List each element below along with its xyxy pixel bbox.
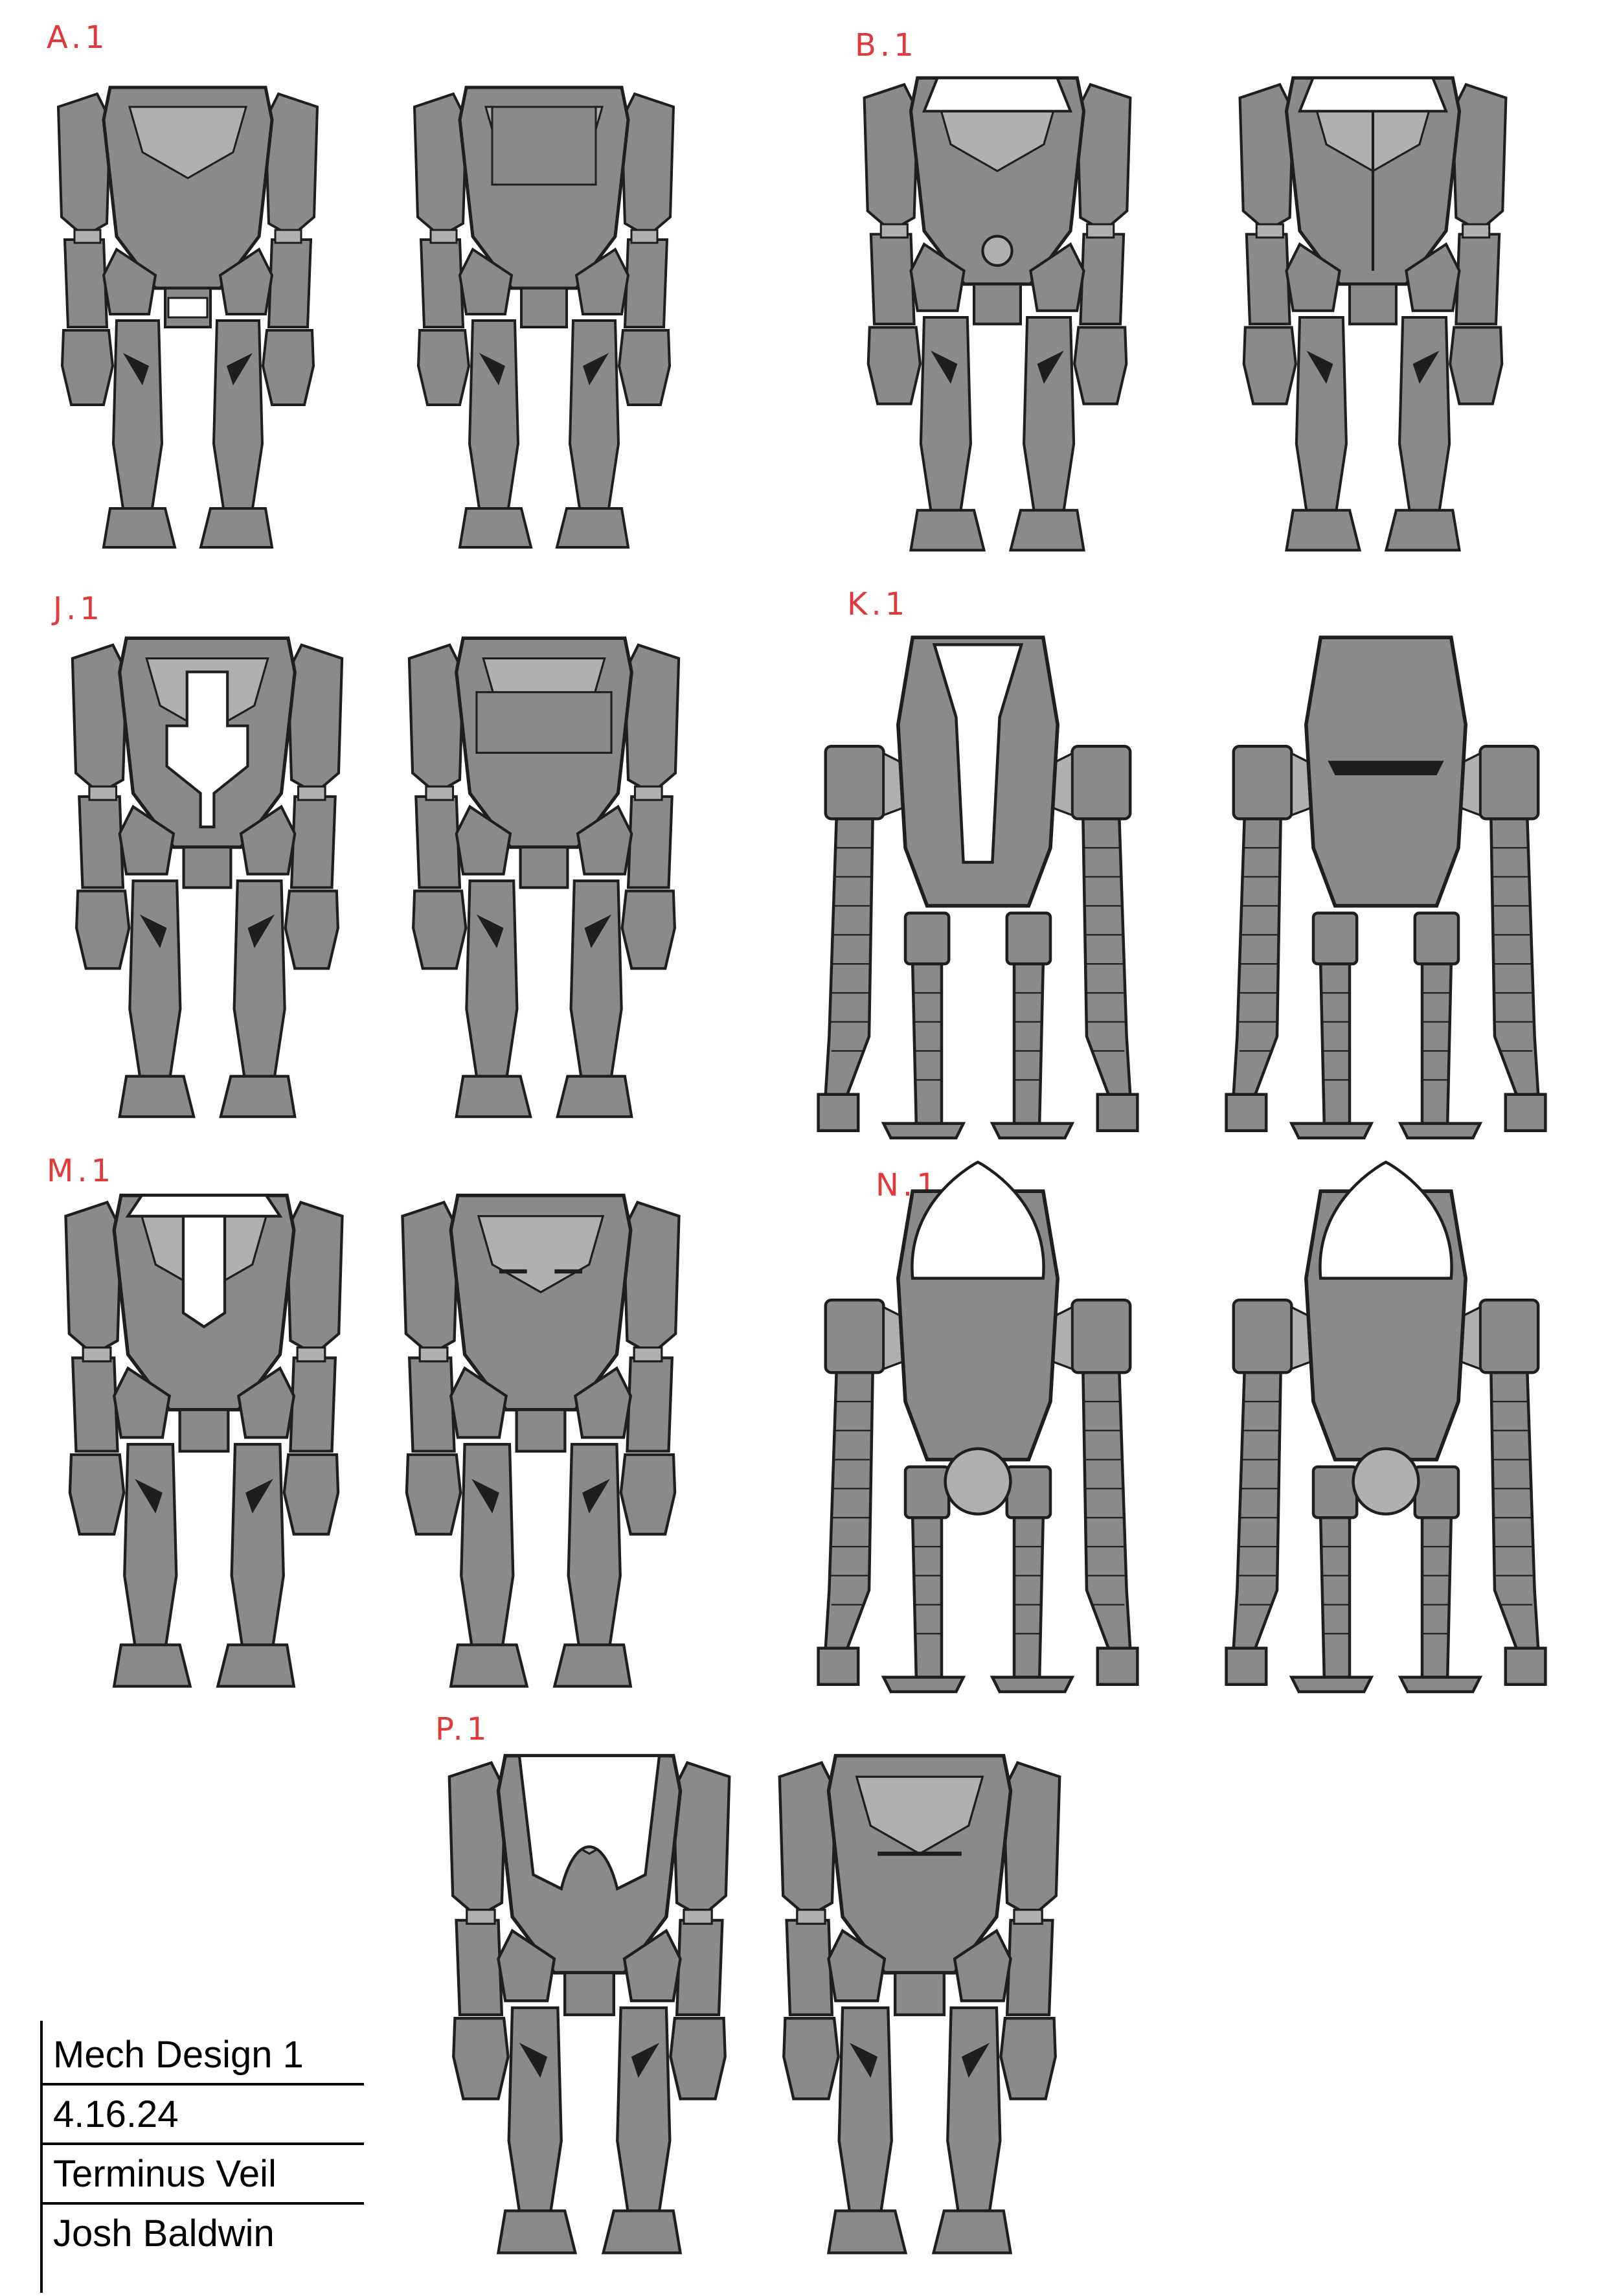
title-block-date: 4.16.24 <box>53 2093 179 2135</box>
title-block-divider <box>40 2083 364 2086</box>
design-label-m1: M.1 <box>47 1153 115 1189</box>
title-block-author: Josh Baldwin <box>53 2212 275 2255</box>
title-block-project: Terminus Veil <box>53 2153 277 2195</box>
mech-j1-front <box>45 631 369 1130</box>
design-label-p1: P.1 <box>435 1711 491 1747</box>
title-block-title: Mech Design 1 <box>53 2034 304 2076</box>
mech-a1-back <box>402 65 686 576</box>
mech-n1-front <box>797 1160 1159 1697</box>
mech-b1-back <box>1205 71 1541 563</box>
mech-k1-front <box>797 628 1159 1140</box>
mech-k1-back <box>1205 628 1567 1140</box>
design-label-j1: J.1 <box>53 591 104 627</box>
title-block-divider <box>40 2202 364 2205</box>
title-block: Mech Design 1 4.16.24 Terminus Veil Josh… <box>40 2021 364 2293</box>
title-block-divider <box>40 2143 364 2145</box>
design-label-b1: B.1 <box>855 27 918 63</box>
design-label-a1: A.1 <box>47 19 109 56</box>
title-block-border <box>40 2021 43 2293</box>
mech-b1-front <box>829 71 1166 563</box>
mech-n1-back <box>1205 1160 1567 1697</box>
mech-m1-back <box>382 1188 699 1700</box>
mech-p1-back <box>758 1749 1081 2267</box>
mech-a1-front <box>45 65 330 576</box>
mech-p1-front <box>427 1749 751 2267</box>
mech-m1-front <box>45 1188 363 1700</box>
design-label-k1: K.1 <box>847 586 909 622</box>
mech-j1-back <box>382 631 706 1130</box>
